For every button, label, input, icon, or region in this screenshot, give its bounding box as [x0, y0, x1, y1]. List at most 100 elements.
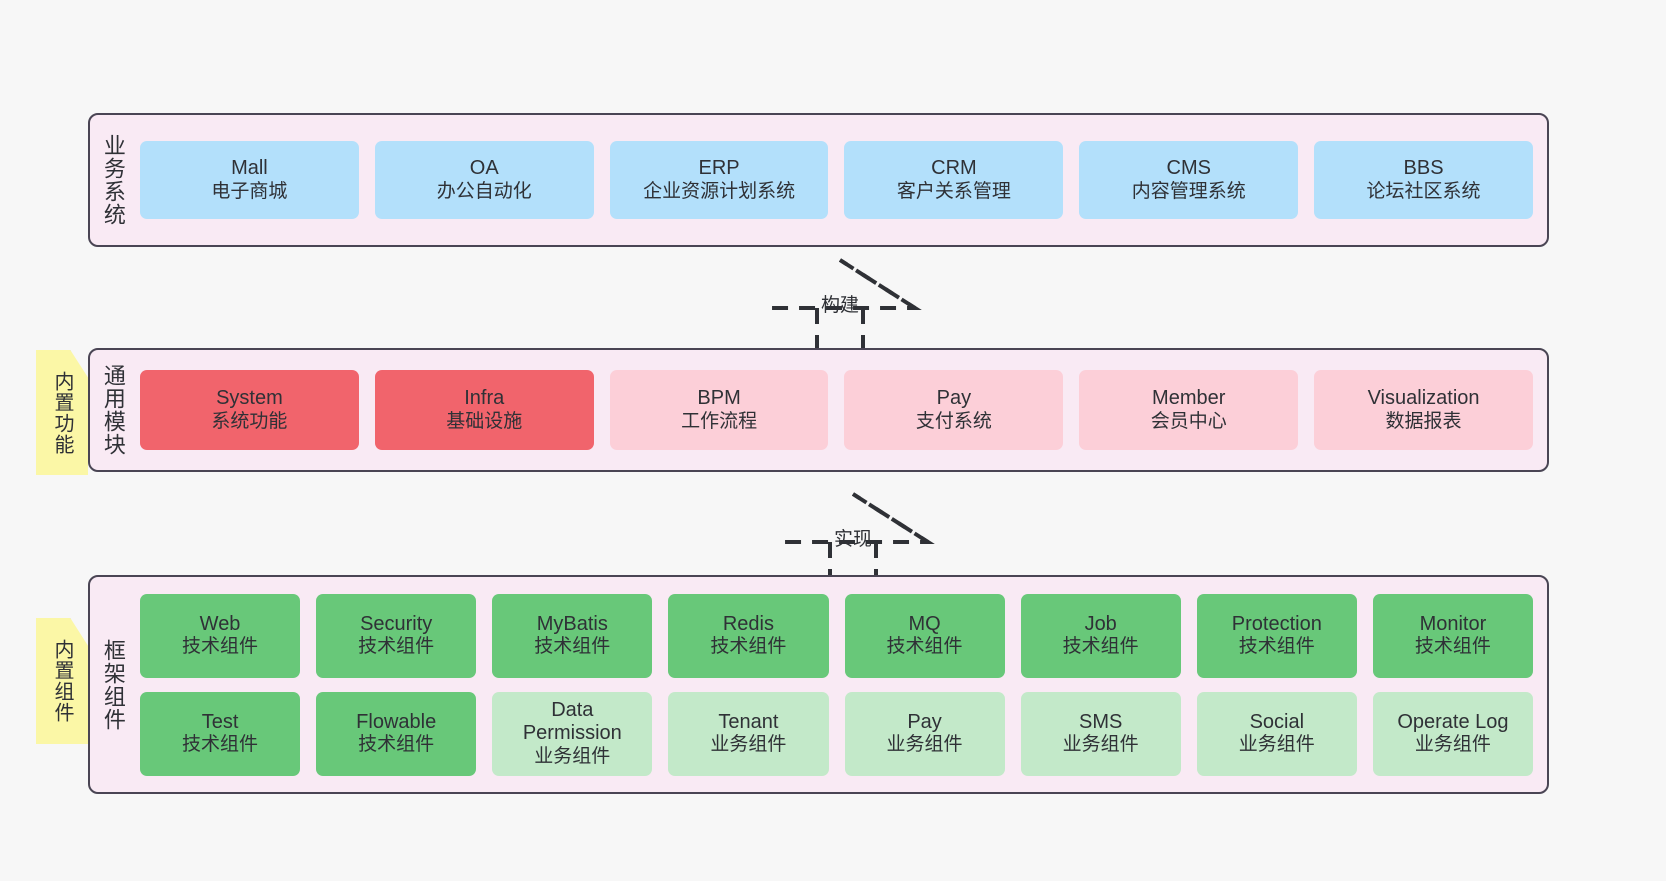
connector-label: 实现 [833, 529, 873, 550]
node-subtitle: 技术组件 [886, 636, 963, 658]
node-social[interactable]: Social 业务组件 [1196, 691, 1357, 776]
node-protection[interactable]: Protection 技术组件 [1196, 593, 1357, 678]
node-row: Test 技术组件 Flowable 技术组件 Data Permission … [140, 691, 1533, 776]
node-title: SMS [1079, 710, 1123, 733]
node-subtitle: 内容管理系统 [1131, 180, 1246, 202]
node-title: Pay [907, 710, 942, 733]
layer-body-framework-components: Web 技术组件 Security 技术组件 MyBatis 技术组件 Redi… [136, 577, 1547, 792]
node-operate-log[interactable]: Operate Log 业务组件 [1372, 691, 1533, 776]
node-title: Protection [1231, 612, 1322, 635]
node-subtitle: 业务组件 [1414, 734, 1491, 756]
node-title: MQ [908, 612, 941, 635]
node-title: BBS [1403, 157, 1444, 179]
node-subtitle: 客户关系管理 [896, 180, 1011, 202]
node-title: Mall [231, 157, 268, 179]
node-title: Flowable [356, 710, 437, 733]
node-subtitle: 技术组件 [358, 734, 435, 756]
node-title: Pay [936, 387, 972, 409]
node-subtitle: 论坛社区系统 [1366, 180, 1481, 202]
layer-body-common-modules: System 系统功能 Infra 基础设施 BPM 工作流程 Pay 支付系统… [136, 350, 1547, 470]
node-job[interactable]: Job 技术组件 [1020, 593, 1181, 678]
connector-build: 构建 [755, 256, 925, 352]
node-title: Job [1084, 612, 1117, 635]
node-security[interactable]: Security 技术组件 [316, 593, 477, 678]
node-bpm[interactable]: BPM 工作流程 [609, 370, 829, 450]
node-subtitle: 技术组件 [1238, 636, 1315, 658]
node-test[interactable]: Test 技术组件 [140, 691, 301, 776]
node-subtitle: 业务组件 [886, 734, 963, 756]
node-cms[interactable]: CMS 内容管理系统 [1079, 141, 1299, 219]
node-title: Visualization [1367, 387, 1480, 409]
node-subtitle: 业务组件 [534, 745, 611, 767]
node-tenant[interactable]: Tenant 业务组件 [668, 691, 829, 776]
layer-body-business-systems: Mall 电子商城 OA 办公自动化 ERP 企业资源计划系统 CRM 客户关系… [136, 115, 1547, 245]
node-monitor[interactable]: Monitor 技术组件 [1372, 593, 1533, 678]
node-title: MyBatis [536, 612, 608, 635]
node-title: OA [469, 157, 499, 179]
node-redis[interactable]: Redis 技术组件 [668, 593, 829, 678]
node-title: CMS [1166, 157, 1211, 179]
node-crm[interactable]: CRM 客户关系管理 [844, 141, 1064, 219]
node-subtitle: 业务组件 [1238, 734, 1315, 756]
node-subtitle: 业务组件 [710, 734, 787, 756]
connector-implement: 实现 [768, 490, 938, 586]
node-subtitle: 支付系统 [915, 410, 992, 432]
node-title: Monitor [1419, 612, 1487, 635]
node-row: Web 技术组件 Security 技术组件 MyBatis 技术组件 Redi… [140, 593, 1533, 678]
node-subtitle: 技术组件 [1414, 636, 1491, 658]
node-flowable[interactable]: Flowable 技术组件 [316, 691, 477, 776]
layer-common-modules: 通用模块 System 系统功能 Infra 基础设施 BPM 工作流程 Pay… [88, 348, 1549, 472]
folded-corner-icon [70, 618, 88, 636]
node-title: ERP [698, 157, 740, 179]
node-mall[interactable]: Mall 电子商城 [140, 141, 359, 219]
node-mq[interactable]: MQ 技术组件 [844, 593, 1005, 678]
node-subtitle: 技术组件 [1062, 636, 1139, 658]
note-builtin-components: 内置组件 [36, 618, 88, 744]
node-data-permission[interactable]: Data Permission 业务组件 [492, 691, 653, 776]
node-subtitle: 业务组件 [1062, 734, 1139, 756]
folded-corner-icon [70, 350, 88, 368]
node-oa[interactable]: OA 办公自动化 [374, 141, 594, 219]
node-system[interactable]: System 系统功能 [140, 370, 359, 450]
node-subtitle: 技术组件 [710, 636, 787, 658]
node-title: Redis [722, 612, 774, 635]
node-title: Web [199, 612, 241, 635]
node-mybatis[interactable]: MyBatis 技术组件 [492, 593, 653, 678]
node-subtitle: 技术组件 [358, 636, 435, 658]
layer-label-business-systems: 业务系统 [100, 134, 126, 226]
node-erp[interactable]: ERP 企业资源计划系统 [609, 141, 829, 219]
layer-framework-components: 框架组件 Web 技术组件 Security 技术组件 MyBatis 技术组件… [88, 575, 1549, 794]
node-title: Operate Log [1397, 710, 1509, 733]
node-title: CRM [931, 157, 977, 179]
node-infra[interactable]: Infra 基础设施 [374, 370, 594, 450]
node-subtitle: 技术组件 [534, 636, 611, 658]
note-builtin-features: 内置功能 [36, 350, 88, 475]
node-bbs[interactable]: BBS 论坛社区系统 [1314, 141, 1533, 219]
node-subtitle: 办公自动化 [436, 180, 532, 202]
node-subtitle: 技术组件 [182, 734, 259, 756]
layer-label-framework-components: 框架组件 [100, 638, 126, 731]
node-web[interactable]: Web 技术组件 [140, 593, 301, 678]
node-subtitle: 电子商城 [211, 180, 288, 202]
node-pay[interactable]: Pay 支付系统 [844, 370, 1064, 450]
node-subtitle: 会员中心 [1150, 410, 1227, 432]
node-title: Test [201, 710, 239, 733]
node-pay-business[interactable]: Pay 业务组件 [844, 691, 1005, 776]
note-text: 内置组件 [51, 639, 73, 723]
node-title: Tenant [718, 710, 779, 733]
layer-label-common-modules: 通用模块 [100, 364, 126, 456]
node-subtitle: 系统功能 [211, 410, 288, 432]
node-title: Social [1249, 710, 1305, 733]
node-title: Data Permission [522, 698, 622, 745]
node-title: System [216, 387, 283, 409]
node-sms[interactable]: SMS 业务组件 [1020, 691, 1181, 776]
node-visualization[interactable]: Visualization 数据报表 [1314, 370, 1533, 450]
node-row: Mall 电子商城 OA 办公自动化 ERP 企业资源计划系统 CRM 客户关系… [140, 141, 1533, 219]
node-member[interactable]: Member 会员中心 [1079, 370, 1299, 450]
node-subtitle: 数据报表 [1385, 410, 1462, 432]
node-subtitle: 企业资源计划系统 [643, 180, 796, 202]
node-row: System 系统功能 Infra 基础设施 BPM 工作流程 Pay 支付系统… [140, 370, 1533, 450]
node-subtitle: 基础设施 [446, 410, 523, 432]
node-subtitle: 工作流程 [681, 410, 758, 432]
